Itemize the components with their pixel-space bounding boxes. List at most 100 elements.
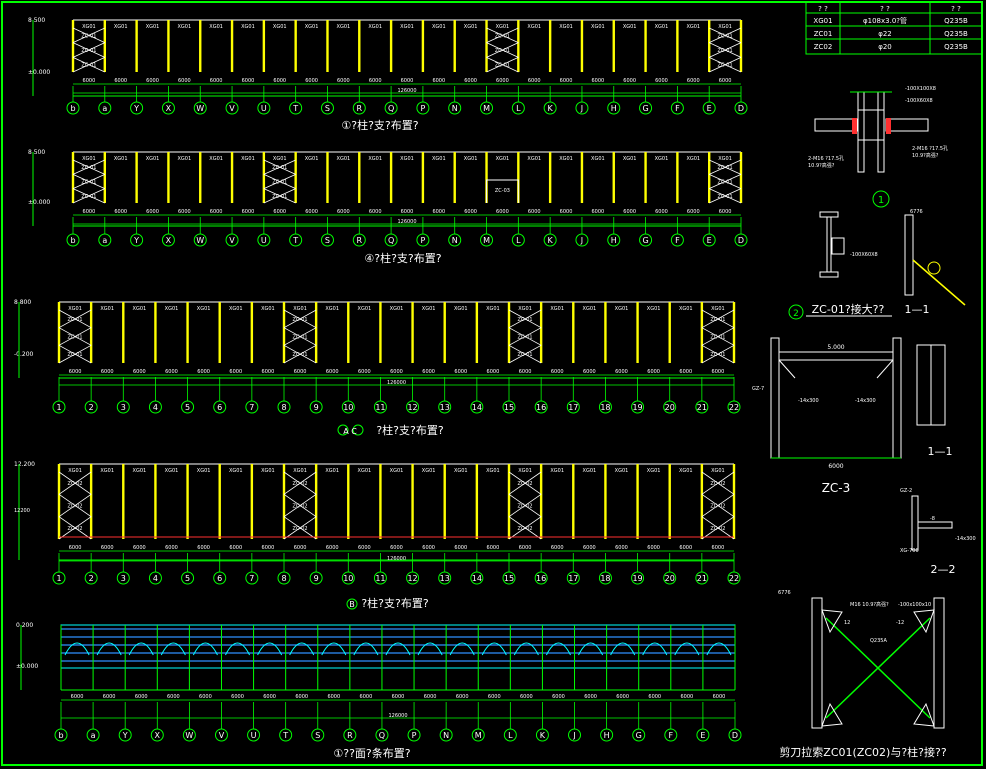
tie-label: XG01 [261,468,275,474]
total-dimension: 126000 [387,556,406,562]
bay-dimension: 6000 [655,209,668,215]
gusset [831,237,845,255]
brace-label: ZC-02 [518,481,533,487]
bay-dimension: 6000 [456,694,469,700]
axis-bubble [416,233,430,247]
tie-label: XG01 [197,306,211,312]
brace-diagonal [701,327,735,346]
wall-arc [706,642,732,656]
note-gz: GZ-7 [752,386,764,392]
axis-label: 8 [281,574,286,583]
axis-bubble [245,571,259,585]
tie-label: XG01 [679,468,693,474]
brace-label: ZC-01 [495,48,510,54]
brace-diagonal [72,42,105,58]
bay-dimension: 6000 [583,545,596,551]
bay-dimension: 6000 [422,545,435,551]
elevation-4-axis-mark: B [349,600,355,609]
tie-label: XG01 [114,156,128,162]
axis-label: D [738,236,744,245]
axis-label: X [166,236,172,245]
tie-label: XG01 [655,156,669,162]
brace-label: ZC-01 [518,317,533,323]
bay-dimension: 6000 [488,694,501,700]
note-plate: -14x300 [955,536,976,542]
axis-bubble [182,728,196,742]
tie-label: XG01 [197,468,211,474]
axis-label: 15 [504,574,514,583]
bay-dimension: 6000 [242,209,255,215]
table-header: ? ? [818,5,828,13]
brace-diagonal [508,327,542,346]
total-dimension: 126000 [387,380,406,386]
axis-bubble [225,101,239,115]
table-cell: Q235B [944,30,968,38]
table-header: ? ? [880,5,890,13]
bay-dimension: 6000 [680,694,693,700]
axis-label: K [540,731,546,740]
axis-label: E [707,104,712,113]
elevation-total: 12200 [14,508,30,514]
axis-label: b [58,731,63,740]
tie-label: XG01 [559,156,573,162]
tie-label: XG01 [550,468,564,474]
elevation-1-title: ①?柱?支?布置? [341,118,418,132]
axis-label: D [732,731,738,740]
axis-label: 5 [185,574,190,583]
brace-label: ZC-01 [293,352,308,358]
axis-bubble [150,728,164,742]
tie-label: XG01 [273,156,287,162]
bay-dimension: 6000 [231,694,244,700]
axis-bubble [727,400,741,414]
elevation-5-title: ①??面?条布置? [333,746,410,760]
tie-label: XG01 [209,156,223,162]
tie-label: XG01 [241,24,255,30]
bay-dimension: 6000 [520,694,533,700]
axis-label: 12 [407,403,417,412]
bay-dimension: 6000 [210,78,223,84]
axis-bubble [161,101,175,115]
flange-bottom [819,271,839,278]
axis-label: 8 [281,403,286,412]
bay-dimension: 6000 [178,78,191,84]
note-dim: 6776 [778,590,791,596]
weld-mark [852,118,857,134]
axis-bubble [341,400,355,414]
weld-mark [886,118,891,134]
wall-arc [578,642,604,656]
brace-label: ZC-02 [293,481,308,487]
axis-label: P [420,236,425,245]
cross-bracing-title: 剪刀拉索ZC01(ZC02)与?柱?接?? [779,745,947,759]
tie-label: XG01 [615,468,629,474]
wall-arc [674,642,700,656]
brace-label: ZC-01 [293,317,308,323]
wall-arc [545,642,571,656]
tie-label: XG01 [454,306,468,312]
bay-dimension: 6000 [327,694,340,700]
tie-label: XG01 [550,306,564,312]
axis-bubble [309,400,323,414]
bay-dimension: 6000 [454,545,467,551]
axis-label: R [357,104,363,113]
bay-dimension: 6000 [229,545,242,551]
tie-label: XG01 [68,468,82,474]
axis-bubble [534,571,548,585]
wall-arc [321,642,347,656]
tie-label: XG01 [422,306,436,312]
brace-label: ZC-01 [518,335,533,341]
total-dimension: 126000 [388,713,407,719]
gusset-plate [821,609,843,634]
axis-bubble [416,101,430,115]
axis-bubble [84,400,98,414]
brace-diagonal [701,516,735,540]
brace-label: ZC-01 [718,48,733,54]
axis-bubble [52,571,66,585]
axis-label: G [636,731,642,740]
bay-dimension: 6000 [584,694,597,700]
brace-label: ZC-01 [718,33,733,39]
axis-bubble [384,233,398,247]
tie-label: XG01 [518,306,532,312]
axis-bubble [575,233,589,247]
tie-label: XG01 [390,468,404,474]
axis-bubble [471,728,485,742]
